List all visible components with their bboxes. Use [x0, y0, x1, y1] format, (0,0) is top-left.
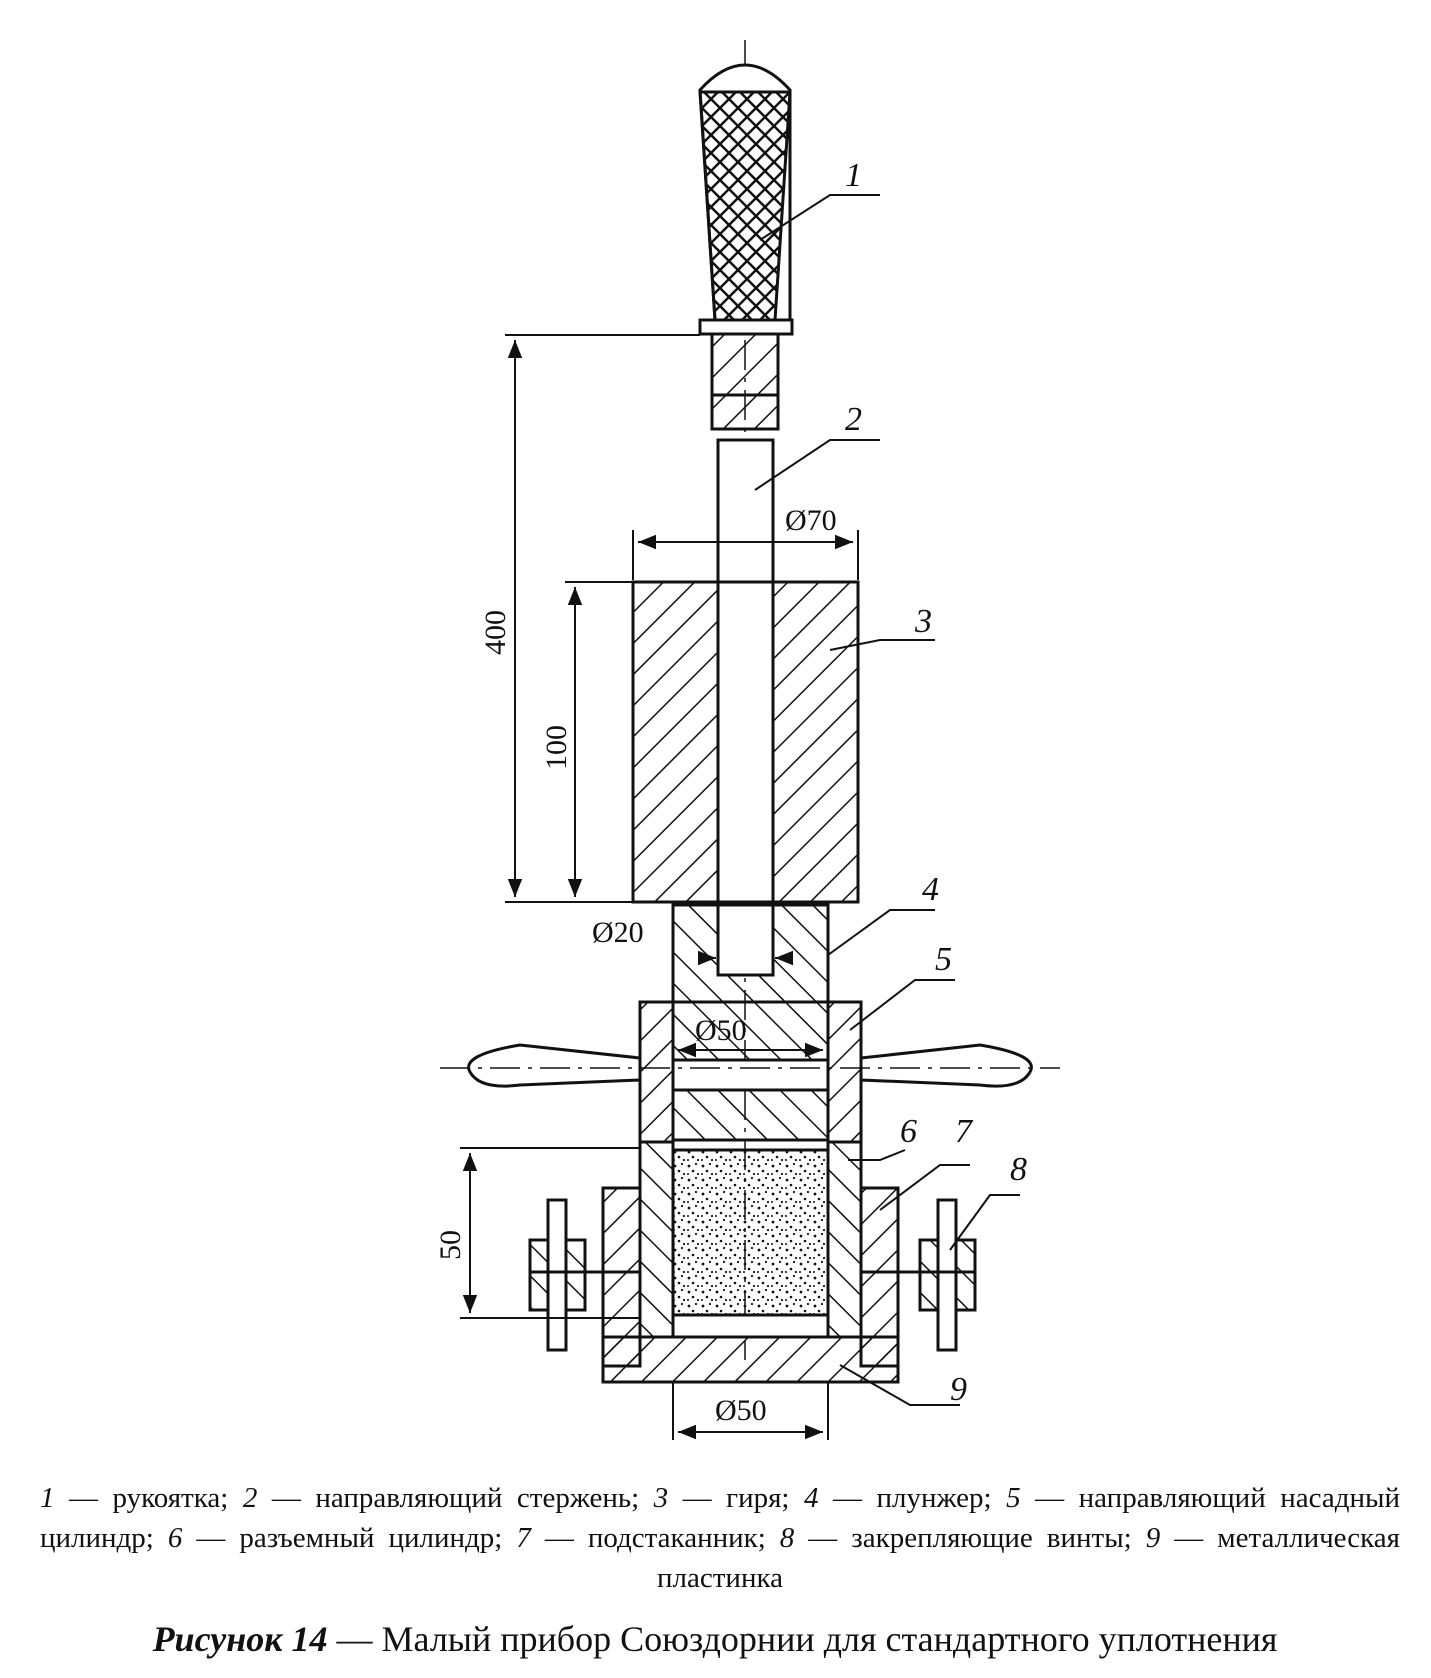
legend-item: 1 — рукоятка; [40, 1482, 243, 1514]
dim-weight-height: 100 [540, 725, 573, 770]
handle [698, 63, 794, 431]
dim-base-diameter: Ø50 [715, 1394, 767, 1427]
legend-item: 4 — плунжер; [804, 1482, 1007, 1514]
dim-rod-diameter: Ø20 [592, 916, 644, 949]
caption-number: Рисунок 14 [152, 1619, 328, 1659]
split-cylinder [638, 1140, 863, 1339]
legend-item: 3 — гиря; [653, 1482, 804, 1514]
part-label-5: 5 [935, 941, 952, 978]
weight [631, 580, 860, 904]
cup-holder [601, 1186, 900, 1384]
legend-item: 8 — закрепляющие винты; [779, 1522, 1146, 1554]
caption-text: — Малый прибор Союздорнии для стандартно… [327, 1619, 1278, 1659]
legend-item: 5 — направляющий насадный цилиндр; [40, 1482, 1400, 1554]
dim-plunger-diameter: Ø50 [695, 1014, 747, 1047]
figure-caption: Рисунок 14 — Малый прибор Союздорнии для… [20, 1618, 1410, 1660]
legend-item: 9 — металлическая пластинка [657, 1522, 1401, 1594]
part-label-3: 3 [914, 603, 932, 640]
part-label-1: 1 [845, 157, 862, 194]
part-label-8: 8 [1010, 1151, 1027, 1188]
part-label-9: 9 [950, 1371, 967, 1408]
legend-item: 6 — разъемный цилиндр; [167, 1522, 517, 1554]
part-label-4: 4 [922, 871, 939, 908]
figure-legend: 1 — рукоятка; 2 — направляющий стержень;… [40, 1478, 1400, 1598]
part-label-2: 2 [845, 401, 862, 438]
dim-weight-diameter: Ø70 [785, 504, 837, 537]
side-levers [440, 1043, 1060, 1088]
legend-item: 7 — подстаканник; [516, 1522, 780, 1554]
device-drawing: 1 2 3 4 5 6 7 8 9 400 100 Ø70 Ø20 Ø50 50… [434, 40, 1060, 1440]
plunger [671, 903, 830, 1142]
part-label-6: 6 [900, 1113, 917, 1150]
dim-sample-height: 50 [434, 1230, 467, 1260]
legend-item: 2 — направляющий стержень; [242, 1482, 654, 1514]
dim-total-height: 400 [479, 610, 512, 655]
part-label-7: 7 [955, 1113, 974, 1150]
fixing-screws [528, 1198, 977, 1352]
